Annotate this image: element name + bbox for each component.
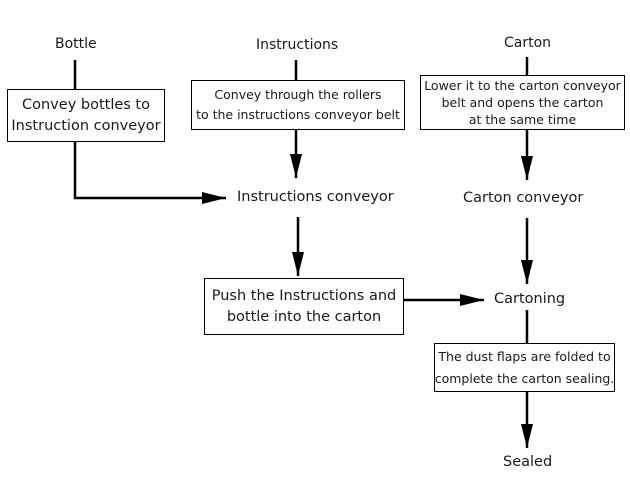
step-lower-carton-line-3: at the same time [468,112,577,127]
step-lower-carton-line-2: belt and opens the carton [441,95,604,110]
stage-cartoning: Cartoning [494,291,566,307]
stage-instructions-conveyor: Instructions conveyor [237,189,394,205]
step-dust-flaps: The dust flaps are folded to complete th… [434,343,615,392]
step-lower-carton-line-1: Lower it to the carton conveyor [424,78,621,93]
step-push-into-carton: Push the Instructions and bottle into th… [204,278,404,335]
bottle-to-instructions-conveyor-arrow [73,142,226,204]
step-lower-carton: Lower it to the carton conveyor belt and… [420,75,625,130]
step-convey-bottles-line-1: Convey bottles to [22,96,150,113]
step-convey-rollers-line-2: to the instructions conveyor belt [196,107,400,122]
source-instructions: Instructions [256,37,339,53]
stage-sealed: Sealed [503,454,553,470]
step-convey-bottles: Convey bottles to Instruction conveyor [7,89,165,142]
source-carton: Carton [504,35,552,51]
step-push-into-carton-line-2: bottle into the carton [226,308,382,325]
source-bottle: Bottle [55,36,97,52]
step-dust-flaps-line-2: complete the carton sealing. [434,370,615,386]
step-dust-flaps-line-1: The dust flaps are folded to [438,348,611,364]
step-push-into-carton-line-1: Push the Instructions and [211,287,397,304]
stage-carton-conveyor: Carton conveyor [463,190,584,206]
step-convey-bottles-line-2: Instruction conveyor [11,117,161,134]
step-convey-rollers: Convey through the rollers to the instru… [191,80,405,130]
step-convey-rollers-line-1: Convey through the rollers [214,87,382,102]
